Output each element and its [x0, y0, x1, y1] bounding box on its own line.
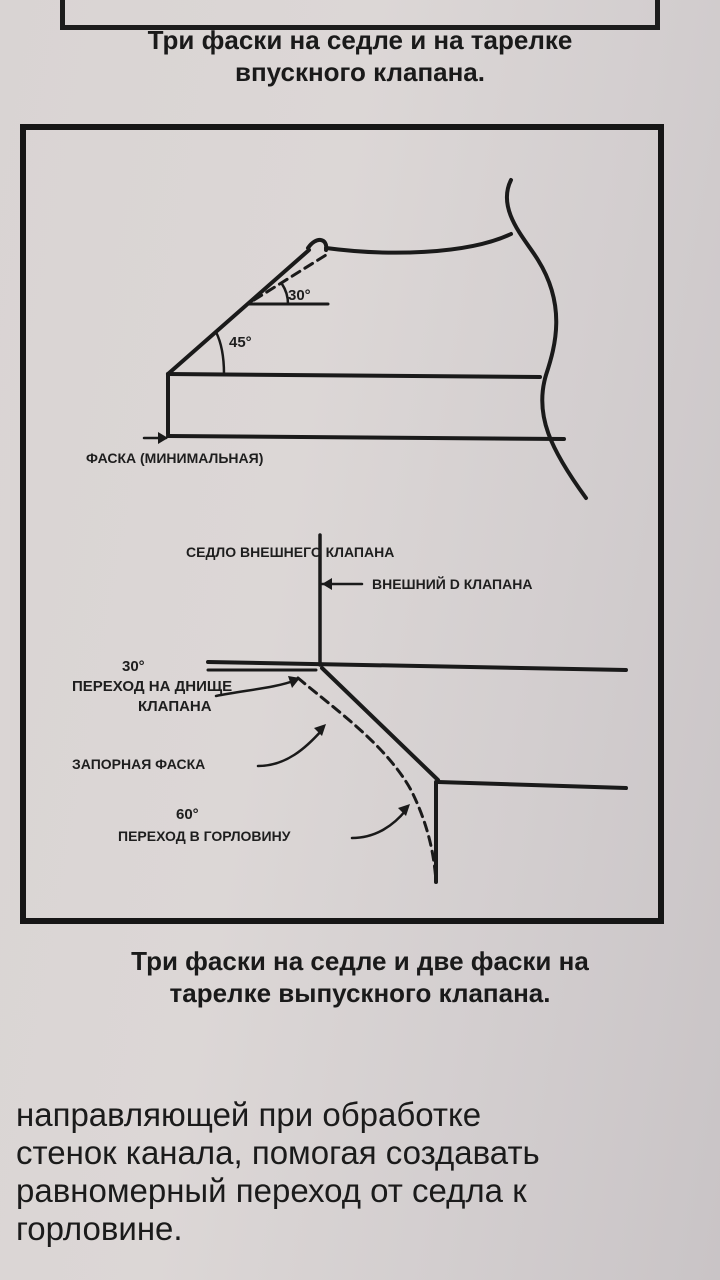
throat-transition-arrow-head	[398, 804, 410, 816]
transition-bottom-label-1: ПЕРЕХОД НА ДНИЩЕ	[72, 678, 233, 695]
angle-45-arc	[214, 330, 226, 376]
body-line-4: горловине.	[16, 1210, 183, 1247]
outer-valve-d-label: ВНЕШНИЙ D КЛАПАНА	[372, 576, 533, 592]
intake-valve-drawing	[142, 178, 588, 500]
throat-transition-arrow	[350, 808, 408, 840]
body-line-1: направляющей при обработке	[16, 1096, 482, 1133]
sealing-chamfer-label: ЗАПОРНАЯ ФАСКА	[72, 756, 206, 772]
seat-bottom-line	[166, 434, 566, 441]
angle-30-arc	[280, 282, 290, 306]
bottom-caption-line-2: тарелке выпускного клапана.	[169, 978, 551, 1008]
seat-30-dashed-line	[252, 253, 328, 302]
body-line-2: стенок канала, помогая создавать	[16, 1134, 540, 1171]
outer-valve-seat-label: СЕДЛО ВНЕШНЕГО КЛАПАНА	[186, 544, 395, 560]
valve-face-upper-edge	[324, 232, 513, 255]
body-paragraph: направляющей при обработке стенок канала…	[16, 1096, 706, 1248]
seat-chamfer-line	[320, 666, 440, 782]
bottom-figure-caption: Три фаски на седле и две фаски на тарелк…	[0, 945, 720, 1009]
valve-bottom-line-top	[206, 660, 628, 672]
seat-45-line	[166, 248, 311, 376]
seat-lower-horizontal	[436, 780, 628, 790]
chamfer-arrow-head	[158, 432, 168, 444]
top-caption-line-1: Три фаски на седле и на тарелке	[147, 25, 573, 55]
sixty-degree-label: 60°	[176, 806, 199, 823]
bottom-caption-line-1: Три фаски на седле и две фаски на	[131, 946, 589, 976]
valve-edge-curl	[306, 238, 329, 252]
seat-horizontal-line	[166, 372, 542, 379]
valve-diagrams-svg	[142, 178, 628, 884]
exhaust-valve-drawing	[206, 533, 628, 884]
transition-bottom-arrow-head	[288, 676, 300, 688]
transition-bottom-arrow	[214, 678, 298, 698]
transition-bottom-label-2: КЛАПАНА	[138, 698, 212, 715]
top-figure-caption: Три фаски на седле и на тарелке впускног…	[0, 24, 720, 88]
throat-dashed-transition	[296, 676, 438, 884]
chamfer-minimal-label: ФАСКА (МИНИМАЛЬНАЯ)	[86, 450, 264, 466]
intake-valve-profile	[504, 178, 588, 500]
transition-throat-label: ПЕРЕХОД В ГОРЛОВИНУ	[118, 828, 291, 844]
angle-45-label: 45°	[229, 334, 252, 351]
valve-chamfer-figure: 30° 45° ФАСКА (МИНИМАЛЬНАЯ) СЕДЛО ВНЕШНЕ…	[20, 124, 664, 924]
top-caption-line-2: впускного клапана.	[234, 57, 485, 87]
previous-figure-frame	[60, 0, 660, 30]
sealing-chamfer-arrow	[256, 728, 324, 768]
outer-d-arrow-head	[322, 578, 332, 590]
thirty-degree-label: 30°	[122, 658, 145, 675]
angle-30-label: 30°	[288, 287, 311, 304]
body-line-3: равномерный переход от седла к	[16, 1172, 527, 1209]
sealing-chamfer-arrow-head	[314, 724, 326, 736]
